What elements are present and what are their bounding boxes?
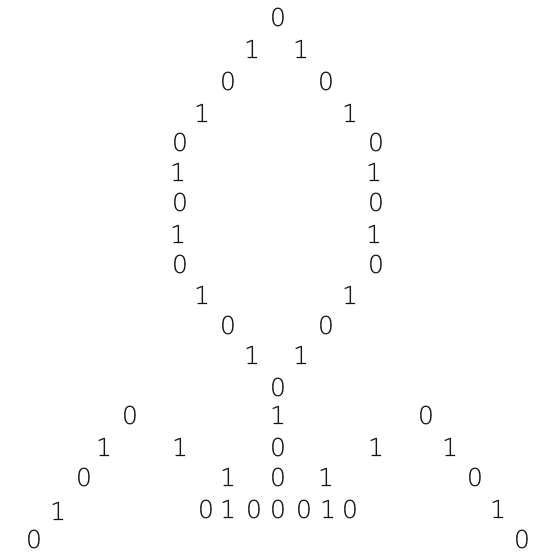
binary-digit: 0	[220, 311, 236, 340]
binary-digit: 1	[244, 341, 260, 370]
binary-digit: 0	[368, 188, 384, 217]
binary-digit: 0	[270, 373, 286, 402]
binary-digit: 0	[198, 495, 214, 524]
binary-digit: 1	[194, 99, 210, 128]
binary-digit: 1	[318, 463, 334, 492]
binary-digit: 0	[270, 433, 286, 462]
binary-digit: 0	[26, 525, 42, 554]
binary-digit: 0	[467, 463, 483, 492]
binary-digit: 0	[514, 525, 530, 554]
binary-digit: 1	[368, 433, 384, 462]
binary-digit: 0	[318, 67, 334, 96]
binary-digit: 1	[220, 463, 236, 492]
binary-digit: 0	[296, 495, 312, 524]
binary-digit: 1	[170, 158, 186, 187]
binary-digit: 0	[270, 495, 286, 524]
binary-digit: 1	[170, 220, 186, 249]
binary-digit: 1	[220, 495, 236, 524]
binary-digit: 1	[366, 158, 382, 187]
binary-digit: 1	[342, 281, 358, 310]
binary-digit: 0	[172, 250, 188, 279]
binary-digit: 0	[342, 495, 358, 524]
binary-digit: 1	[442, 433, 458, 462]
binary-digit: 1	[50, 497, 66, 526]
binary-digit: 1	[366, 220, 382, 249]
binary-digit: 0	[270, 3, 286, 32]
binary-digit: 0	[172, 188, 188, 217]
binary-digit: 1	[293, 35, 309, 64]
binary-digit: 0	[172, 128, 188, 157]
binary-digit: 1	[320, 495, 336, 524]
binary-digit: 0	[368, 128, 384, 157]
binary-digit: 1	[244, 35, 260, 64]
binary-digit: 0	[368, 250, 384, 279]
binary-digit: 1	[293, 341, 309, 370]
binary-digit: 0	[318, 311, 334, 340]
binary-digit: 1	[270, 401, 286, 430]
binary-digit: 1	[342, 99, 358, 128]
binary-digit: 1	[490, 495, 506, 524]
binary-digit: 1	[96, 433, 112, 462]
binary-digit: 1	[194, 281, 210, 310]
binary-digit: 0	[220, 67, 236, 96]
binary-digit: 0	[246, 495, 262, 524]
binary-digit: 1	[172, 433, 188, 462]
binary-digit: 0	[418, 401, 434, 430]
binary-digit: 0	[270, 463, 286, 492]
binary-digit: 0	[76, 463, 92, 492]
binary-digit: 0	[122, 401, 138, 430]
